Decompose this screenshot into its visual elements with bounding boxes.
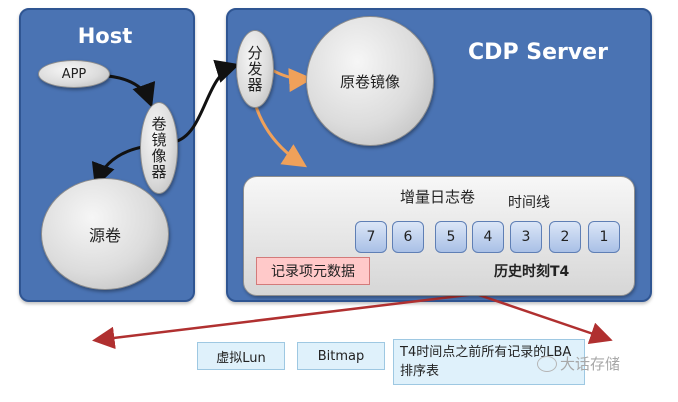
bitmap-label: Bitmap <box>317 348 365 364</box>
slot-4: 4 <box>472 221 504 253</box>
virtual-lun-box: 虚拟Lun <box>197 342 285 370</box>
source-volume-label: 源卷 <box>88 226 121 245</box>
watermark-icon <box>537 356 557 372</box>
virtual-lun-label: 虚拟Lun <box>216 350 266 366</box>
red-left-arrow <box>92 292 477 350</box>
origin-mirror-node: 原卷镜像 <box>306 16 434 146</box>
host-title: Host <box>77 24 133 48</box>
watermark-text: 大话存储 <box>560 355 621 373</box>
record-metadata-box: 记录项元数据 <box>256 257 370 285</box>
slot-7: 7 <box>355 221 387 253</box>
app-label: APP <box>61 66 87 82</box>
log-volume-title: 增量日志卷 <box>400 188 476 206</box>
slot-5: 5 <box>435 221 467 253</box>
slot-3: 3 <box>510 221 542 253</box>
distributor-to-log-arrow <box>252 99 308 168</box>
slot-6: 6 <box>392 221 424 253</box>
distributor-node: 分发器 <box>236 30 274 108</box>
distributor-to-mirror-arrow <box>271 68 313 93</box>
cdp-server-title: CDP Server <box>468 40 608 65</box>
red-right-arrow <box>475 292 613 345</box>
slot-1: 1 <box>588 221 620 253</box>
history-t4-label: 历史时刻T4 <box>494 264 570 280</box>
bitmap-box: Bitmap <box>297 342 385 370</box>
volume-mirror-label: 卷镜像器 <box>149 116 168 180</box>
origin-mirror-label: 原卷镜像 <box>339 72 400 91</box>
volume-mirror-node: 卷镜像器 <box>140 102 178 194</box>
distributor-label: 分发器 <box>245 45 264 93</box>
slot-2: 2 <box>549 221 581 253</box>
app-node: APP <box>38 60 110 88</box>
lba-sorted-table-label: T4时间点之前所有记录的LBA排序表 <box>400 345 572 379</box>
source-volume-node: 源卷 <box>41 178 169 290</box>
timeline-label: 时间线 <box>508 195 550 211</box>
app-to-mirror-arrow <box>107 74 156 108</box>
mirror-to-distributor-arrow <box>173 59 240 144</box>
